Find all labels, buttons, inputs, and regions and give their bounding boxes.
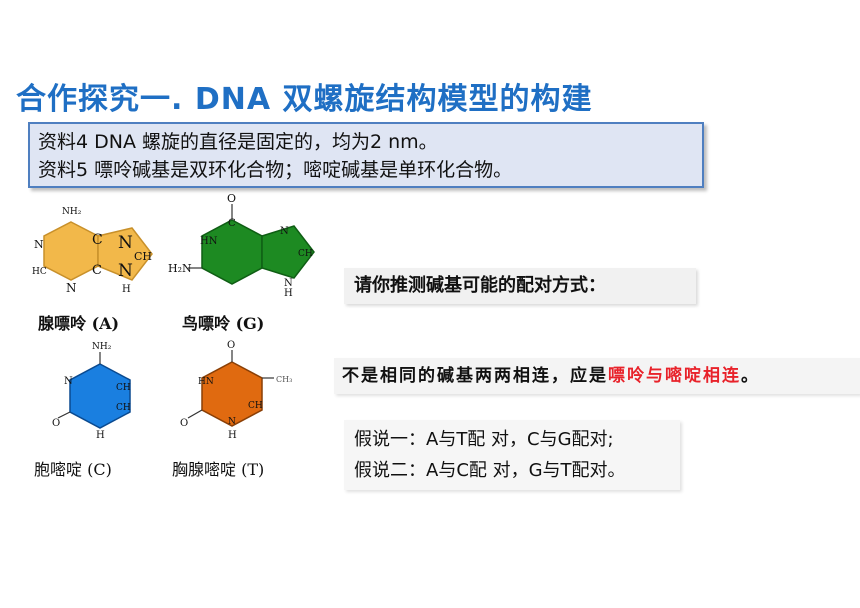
page-title: 合作探究一. DNA 双螺旋结构模型的构建	[16, 82, 593, 117]
guanine-h: H	[284, 288, 293, 299]
adenine-n-bot: N	[118, 261, 133, 281]
adenine-n1: N	[34, 238, 44, 251]
guanine-structure: O HN C N N H₂N H CH	[168, 192, 315, 299]
thymine-hn: HN	[198, 377, 214, 387]
adenine-hc: HC	[32, 267, 47, 277]
thymine-ch3: CH₃	[276, 375, 292, 384]
cytosine-h: H	[96, 430, 105, 440]
guanine-hn: HN	[200, 236, 218, 247]
info-line-4: 资料4 DNA 螺旋的直径是固定的，均为2 nm。	[38, 131, 438, 153]
guanine-n-top: N	[280, 226, 289, 237]
thymine-ch: CH	[248, 401, 263, 411]
thymine-o2: O	[180, 418, 188, 429]
cytosine-nh2: NH₂	[92, 342, 112, 352]
hypothesis-2: 假说二：A与C配 对，G与T配对。	[354, 460, 626, 481]
guanine-label: 鸟嘌呤 (G)	[182, 314, 265, 333]
hypothesis-1: 假说一：A与T配 对，C与G配对;	[354, 429, 614, 450]
adenine-h: H	[122, 284, 131, 295]
adenine-hexagon	[43, 221, 99, 281]
question-box: 请你推测碱基可能的配对方式：	[344, 268, 696, 304]
cytosine-label: 胞嘧啶 (C)	[34, 460, 112, 479]
guanine-h2n: H₂N	[168, 262, 192, 275]
thymine-label: 胸腺嘧啶 (T)	[172, 460, 265, 479]
adenine-label: 腺嘌呤 (A)	[38, 314, 120, 333]
adenine-structure: NH₂ N C N CH HC C N N H	[32, 207, 153, 295]
thymine-o1: O	[227, 340, 235, 351]
adenine-pentagon	[97, 227, 153, 281]
adenine-n-right: N	[118, 233, 133, 253]
cytosine-n: N	[64, 376, 73, 387]
adenine-ch: CH	[134, 250, 152, 263]
guanine-hexagon	[201, 219, 263, 285]
adenine-nh2: NH₂	[62, 207, 82, 217]
guanine-c: C	[228, 218, 236, 229]
info-box: 资料4 DNA 螺旋的直径是固定的，均为2 nm。 资料5 嘌呤碱基是双环化合物…	[28, 122, 704, 188]
guanine-pentagon	[261, 225, 315, 279]
answer-highlight: 嘌呤与嘧啶相连	[608, 366, 741, 386]
guanine-n-bot: N	[284, 278, 293, 289]
cytosine-ch2: CH	[116, 403, 131, 413]
cytosine-o: O	[52, 418, 60, 429]
adenine-c-bot: C	[92, 263, 102, 278]
answer-suffix: 。	[741, 366, 760, 386]
adenine-c-top: C	[92, 232, 103, 248]
guanine-o: O	[227, 192, 236, 205]
thymine-h: H	[228, 430, 237, 440]
answer-box: 不是相同的碱基两两相连，应是嘌呤与嘧啶相连。	[334, 358, 860, 394]
thymine-n: N	[228, 417, 236, 427]
cytosine-ch1: CH	[116, 383, 131, 393]
cytosine-structure: NH₂ N O H CH CH	[52, 342, 131, 440]
thymine-structure: O O HN CH₃ H CH N	[180, 340, 292, 440]
guanine-ch: CH	[298, 249, 313, 259]
adenine-n-bot2: N	[66, 281, 77, 295]
cytosine-hexagon	[69, 363, 131, 429]
hypotheses-box: 假说一：A与T配 对，C与G配对; 假说二：A与C配 对，G与T配对。	[344, 420, 680, 490]
info-line-5: 资料5 嘌呤碱基是双环化合物；嘧啶碱基是单环化合物。	[38, 159, 513, 181]
answer-prefix: 不是相同的碱基两两相连，应是	[342, 366, 608, 386]
